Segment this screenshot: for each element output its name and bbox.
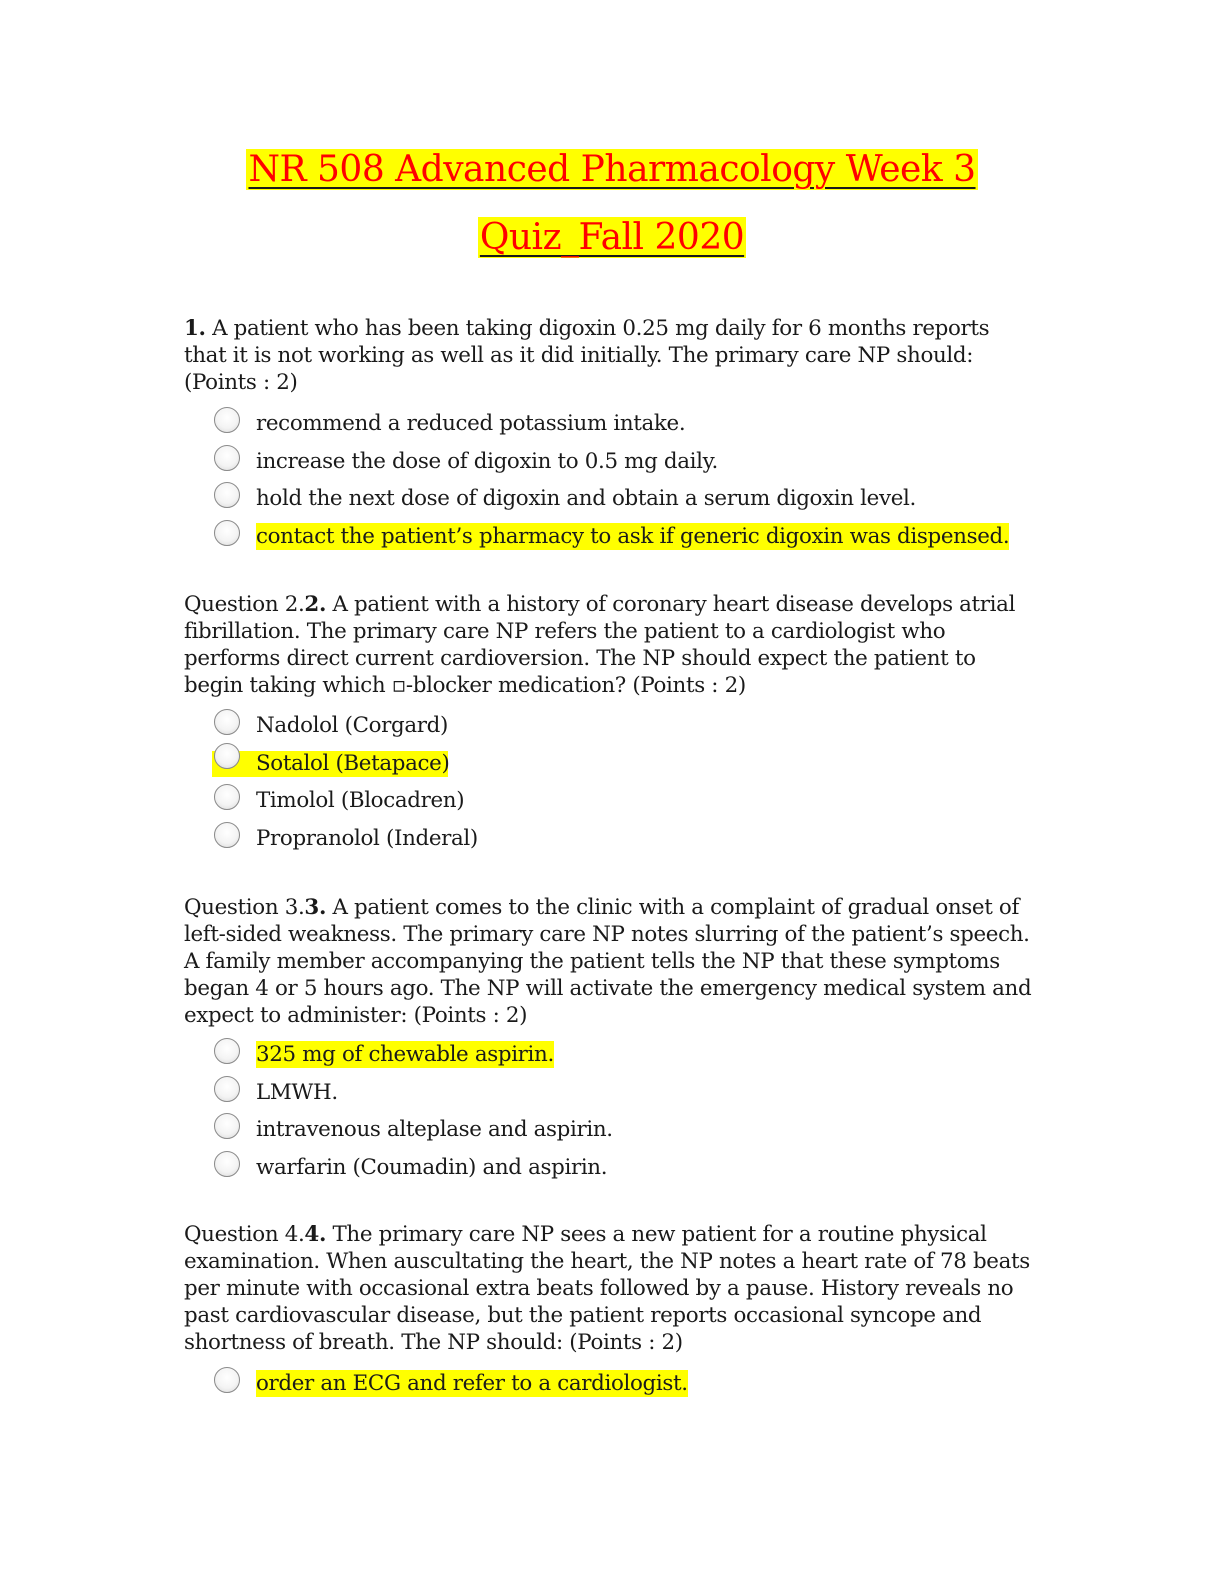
question-2-options: Nadolol (Corgard) Sotalol (Betapace) Tim… <box>212 709 1034 860</box>
question-body: A patient with a history of coronary hea… <box>184 592 1016 698</box>
question-number: 2. <box>304 592 327 617</box>
answer-option-label: hold the next dose of digoxin and obtain… <box>256 486 916 511</box>
answer-option-highlighted[interactable]: order an ECG and refer to a cardiologist… <box>214 1367 1034 1405</box>
answer-option-label: Propranolol (Inderal) <box>256 825 478 851</box>
question-prefix: Question 2. <box>184 592 305 617</box>
answer-option[interactable]: Timolol (Blocadren) <box>214 784 1034 822</box>
question-1-options: recommend a reduced potassium intake. in… <box>214 407 1034 557</box>
answer-option[interactable]: increase the dose of digoxin to 0.5 mg d… <box>214 444 1034 483</box>
radio-button-icon[interactable] <box>214 821 240 848</box>
title-text-2: Quiz_Fall 2020 <box>477 217 747 258</box>
answer-option-label: increase the dose of digoxin to 0.5 mg d… <box>256 448 718 474</box>
answer-option-label: contact the patient’s pharmacy to ask if… <box>256 522 1010 550</box>
question-number: 1. <box>184 316 206 341</box>
answer-option-label: intravenous alteplase and aspirin. <box>256 1117 613 1142</box>
answer-option-label: Nadolol (Corgard) <box>256 713 448 738</box>
answer-option-label: order an ECG and refer to a cardiologist… <box>256 1370 688 1397</box>
answer-option-highlighted[interactable]: 325 mg of chewable aspirin. <box>214 1038 1034 1076</box>
answer-option-label: LMWH. <box>256 1079 338 1105</box>
radio-button-icon[interactable] <box>214 519 240 546</box>
answer-option-label: Timolol (Blocadren) <box>256 788 465 813</box>
question-3-text: Question 3.3. A patient comes to the cli… <box>184 894 1034 1029</box>
question-prefix: Question 3. <box>184 895 305 920</box>
answer-option[interactable]: intravenous alteplase and aspirin. <box>214 1113 1034 1151</box>
radio-button-icon[interactable] <box>214 784 240 810</box>
radio-button-icon[interactable] <box>214 482 240 508</box>
answer-option[interactable]: hold the next dose of digoxin and obtain… <box>214 482 1034 520</box>
question-4-options: order an ECG and refer to a cardiologist… <box>214 1367 1034 1405</box>
radio-button-icon[interactable] <box>214 709 240 735</box>
radio-button-icon[interactable] <box>214 1038 240 1064</box>
answer-option[interactable]: recommend a reduced potassium intake. <box>214 407 1034 445</box>
title-text-1: NR 508 Advanced Pharmacology Week 3 <box>246 149 978 190</box>
radio-button-icon[interactable] <box>214 742 240 769</box>
question-body: The primary care NP sees a new patient f… <box>184 1222 1030 1355</box>
page-title-line-1: NR 508 Advanced Pharmacology Week 3 <box>0 148 1224 192</box>
answer-option-highlighted[interactable]: contact the patient’s pharmacy to ask if… <box>214 519 1034 558</box>
answer-option-label: Sotalol (Betapace) <box>256 750 450 776</box>
question-number: 3. <box>304 895 327 920</box>
highlight-band <box>212 750 448 777</box>
radio-button-icon[interactable] <box>214 1075 240 1102</box>
answer-option-label: recommend a reduced potassium intake. <box>256 411 686 436</box>
answer-option[interactable]: LMWH. <box>214 1075 1034 1114</box>
question-body: A patient who has been taking digoxin 0.… <box>184 316 990 395</box>
answer-option[interactable]: warfarin (Coumadin) and aspirin. <box>214 1150 1034 1189</box>
question-3-options: 325 mg of chewable aspirin. LMWH. intrav… <box>214 1038 1034 1188</box>
radio-button-icon[interactable] <box>214 1113 240 1139</box>
radio-button-icon[interactable] <box>214 1150 240 1177</box>
answer-option[interactable]: Propranolol (Inderal) <box>214 821 1034 860</box>
question-number: 4. <box>304 1222 327 1247</box>
answer-option-highlighted[interactable]: Sotalol (Betapace) <box>212 742 1034 785</box>
question-1-text: 1. A patient who has been taking digoxin… <box>184 315 1034 396</box>
answer-option[interactable]: Nadolol (Corgard) <box>214 709 1034 747</box>
answer-option-label: 325 mg of chewable aspirin. <box>256 1041 554 1068</box>
radio-button-icon[interactable] <box>214 407 240 433</box>
page-title-line-2: Quiz_Fall 2020 <box>0 216 1224 260</box>
question-body: A patient comes to the clinic with a com… <box>184 895 1032 1028</box>
question-2-text: Question 2.2. A patient with a history o… <box>184 591 1034 699</box>
radio-button-icon[interactable] <box>214 444 240 471</box>
radio-button-icon[interactable] <box>214 1367 240 1393</box>
answer-option-label: warfarin (Coumadin) and aspirin. <box>256 1154 608 1180</box>
question-4-text: Question 4.4. The primary care NP sees a… <box>184 1221 1034 1356</box>
question-prefix: Question 4. <box>184 1222 305 1247</box>
